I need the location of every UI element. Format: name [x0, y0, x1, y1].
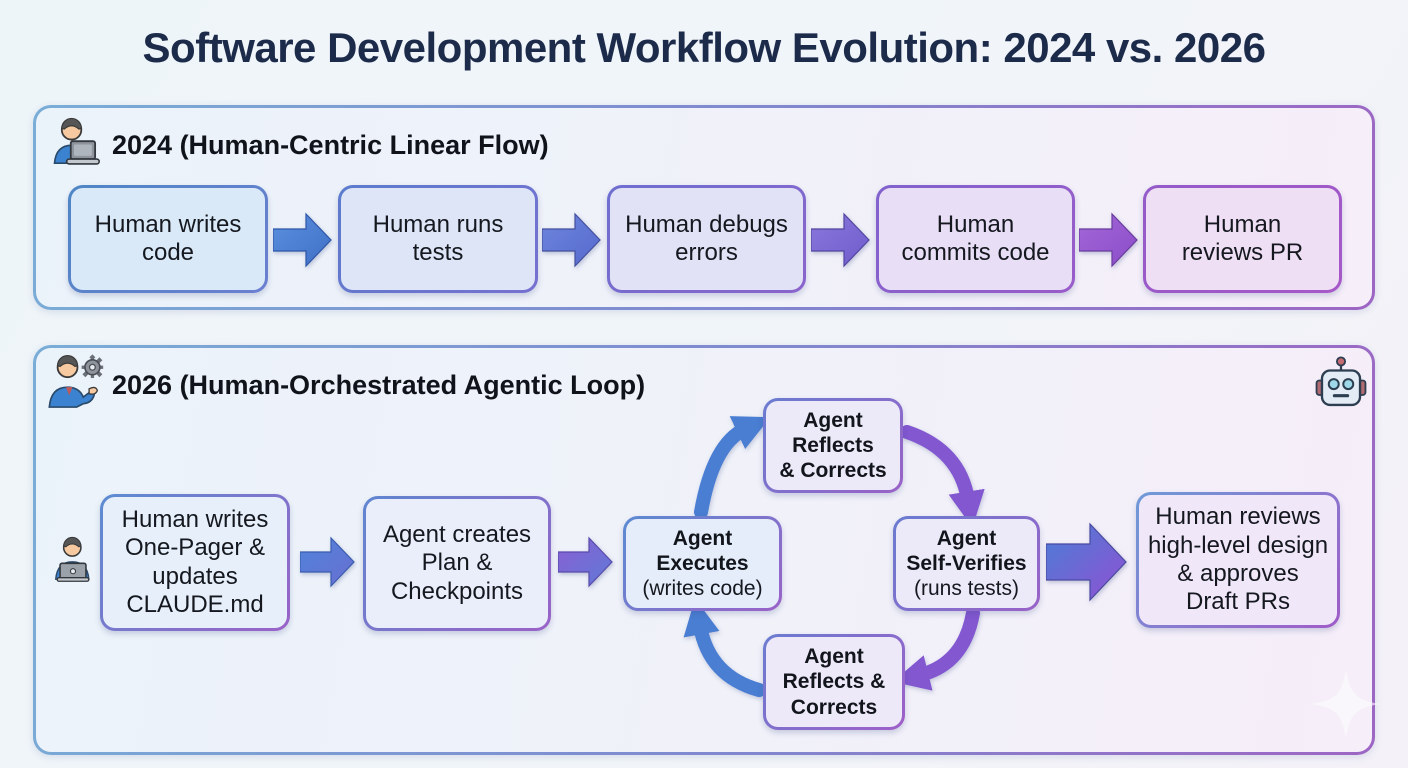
step-box-human-commits-code: Human commits code [876, 185, 1075, 293]
step-label: Human reviews high-level design & approv… [1147, 503, 1329, 616]
loop-box-subtitle: (writes code) [642, 577, 763, 601]
loop-arrow-reflect-bottom-to-execute [683, 598, 766, 697]
arrow-right-icon [811, 212, 870, 268]
step-box-human-writes-code: Human writes code [68, 185, 268, 293]
sparkle-watermark-icon [1312, 670, 1380, 738]
step-label: Human commits code [901, 210, 1050, 266]
arrow-right-icon [1079, 212, 1138, 268]
panel-2026-heading: 2026 (Human-Orchestrated Agentic Loop) [112, 370, 646, 400]
step-box-human-writes-one-pager: Human writes One-Pager & updates CLAUDE.… [100, 494, 290, 631]
step-label: Human writes One-Pager & updates CLAUDE.… [121, 505, 269, 618]
loop-box-agent-executes: Agent Executes (writes code) [623, 516, 782, 611]
step-label: Human writes code [94, 210, 242, 266]
person-at-laptop-icon [53, 117, 100, 165]
arrow-right-icon [1046, 522, 1127, 602]
step-box-human-runs-tests: Human runs tests [338, 185, 538, 293]
step-box-agent-creates-plan: Agent creates Plan & Checkpoints [363, 496, 551, 631]
step-label: Agent creates Plan & Checkpoints [382, 521, 532, 605]
loop-box-agent-reflects-bottom: Agent Reflects & Corrects [763, 634, 905, 730]
arrow-right-icon [300, 536, 355, 588]
step-label: Human debugs errors [625, 210, 788, 266]
arrow-right-icon [542, 212, 601, 268]
loop-box-subtitle: (runs tests) [913, 577, 1020, 601]
arrow-right-icon [273, 212, 332, 268]
loop-box-title: Agent Reflects & Corrects [779, 408, 887, 483]
arrow-right-icon [558, 536, 613, 588]
loop-arrow-verify-to-reflect-bottom [892, 606, 980, 691]
panel-2024-heading: 2024 (Human-Centric Linear Flow) [112, 130, 549, 160]
person-at-laptop-icon [54, 536, 90, 582]
person-with-gear-icon [48, 354, 104, 408]
step-label: Human runs tests [372, 210, 504, 266]
step-label: Human reviews PR [1181, 210, 1304, 266]
loop-arrow-execute-to-reflect-top [694, 416, 771, 519]
loop-box-title: Agent Self-Verifies [906, 526, 1027, 575]
step-box-human-reviews-pr: Human reviews PR [1143, 185, 1342, 293]
loop-arrow-reflect-top-to-verify [900, 425, 985, 528]
loop-box-title: Agent Executes [656, 526, 749, 575]
page-title: Software Development Workflow Evolution:… [142, 24, 1266, 71]
step-box-human-debugs-errors: Human debugs errors [607, 185, 806, 293]
step-box-human-reviews-design: Human reviews high-level design & approv… [1136, 492, 1340, 628]
loop-box-agent-reflects-top: Agent Reflects & Corrects [763, 398, 903, 493]
loop-box-agent-self-verifies: Agent Self-Verifies (runs tests) [893, 516, 1040, 611]
robot-icon [1315, 356, 1367, 407]
loop-box-title: Agent Reflects & Corrects [782, 645, 886, 719]
